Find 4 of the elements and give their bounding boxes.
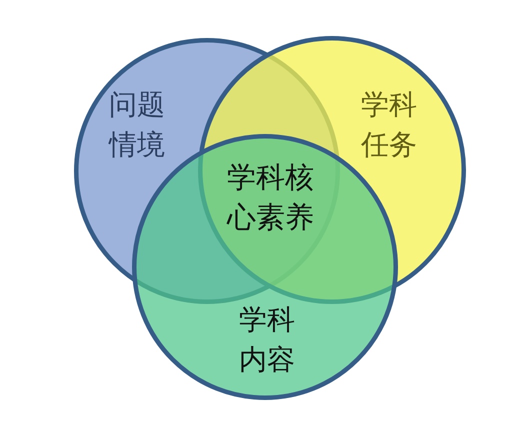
set-label: 问题情境 — [109, 87, 166, 163]
set-label: 学科任务 — [361, 87, 418, 163]
intersection-label: 学科核心素养 — [227, 159, 315, 236]
set-label: 学科内容 — [239, 302, 296, 378]
